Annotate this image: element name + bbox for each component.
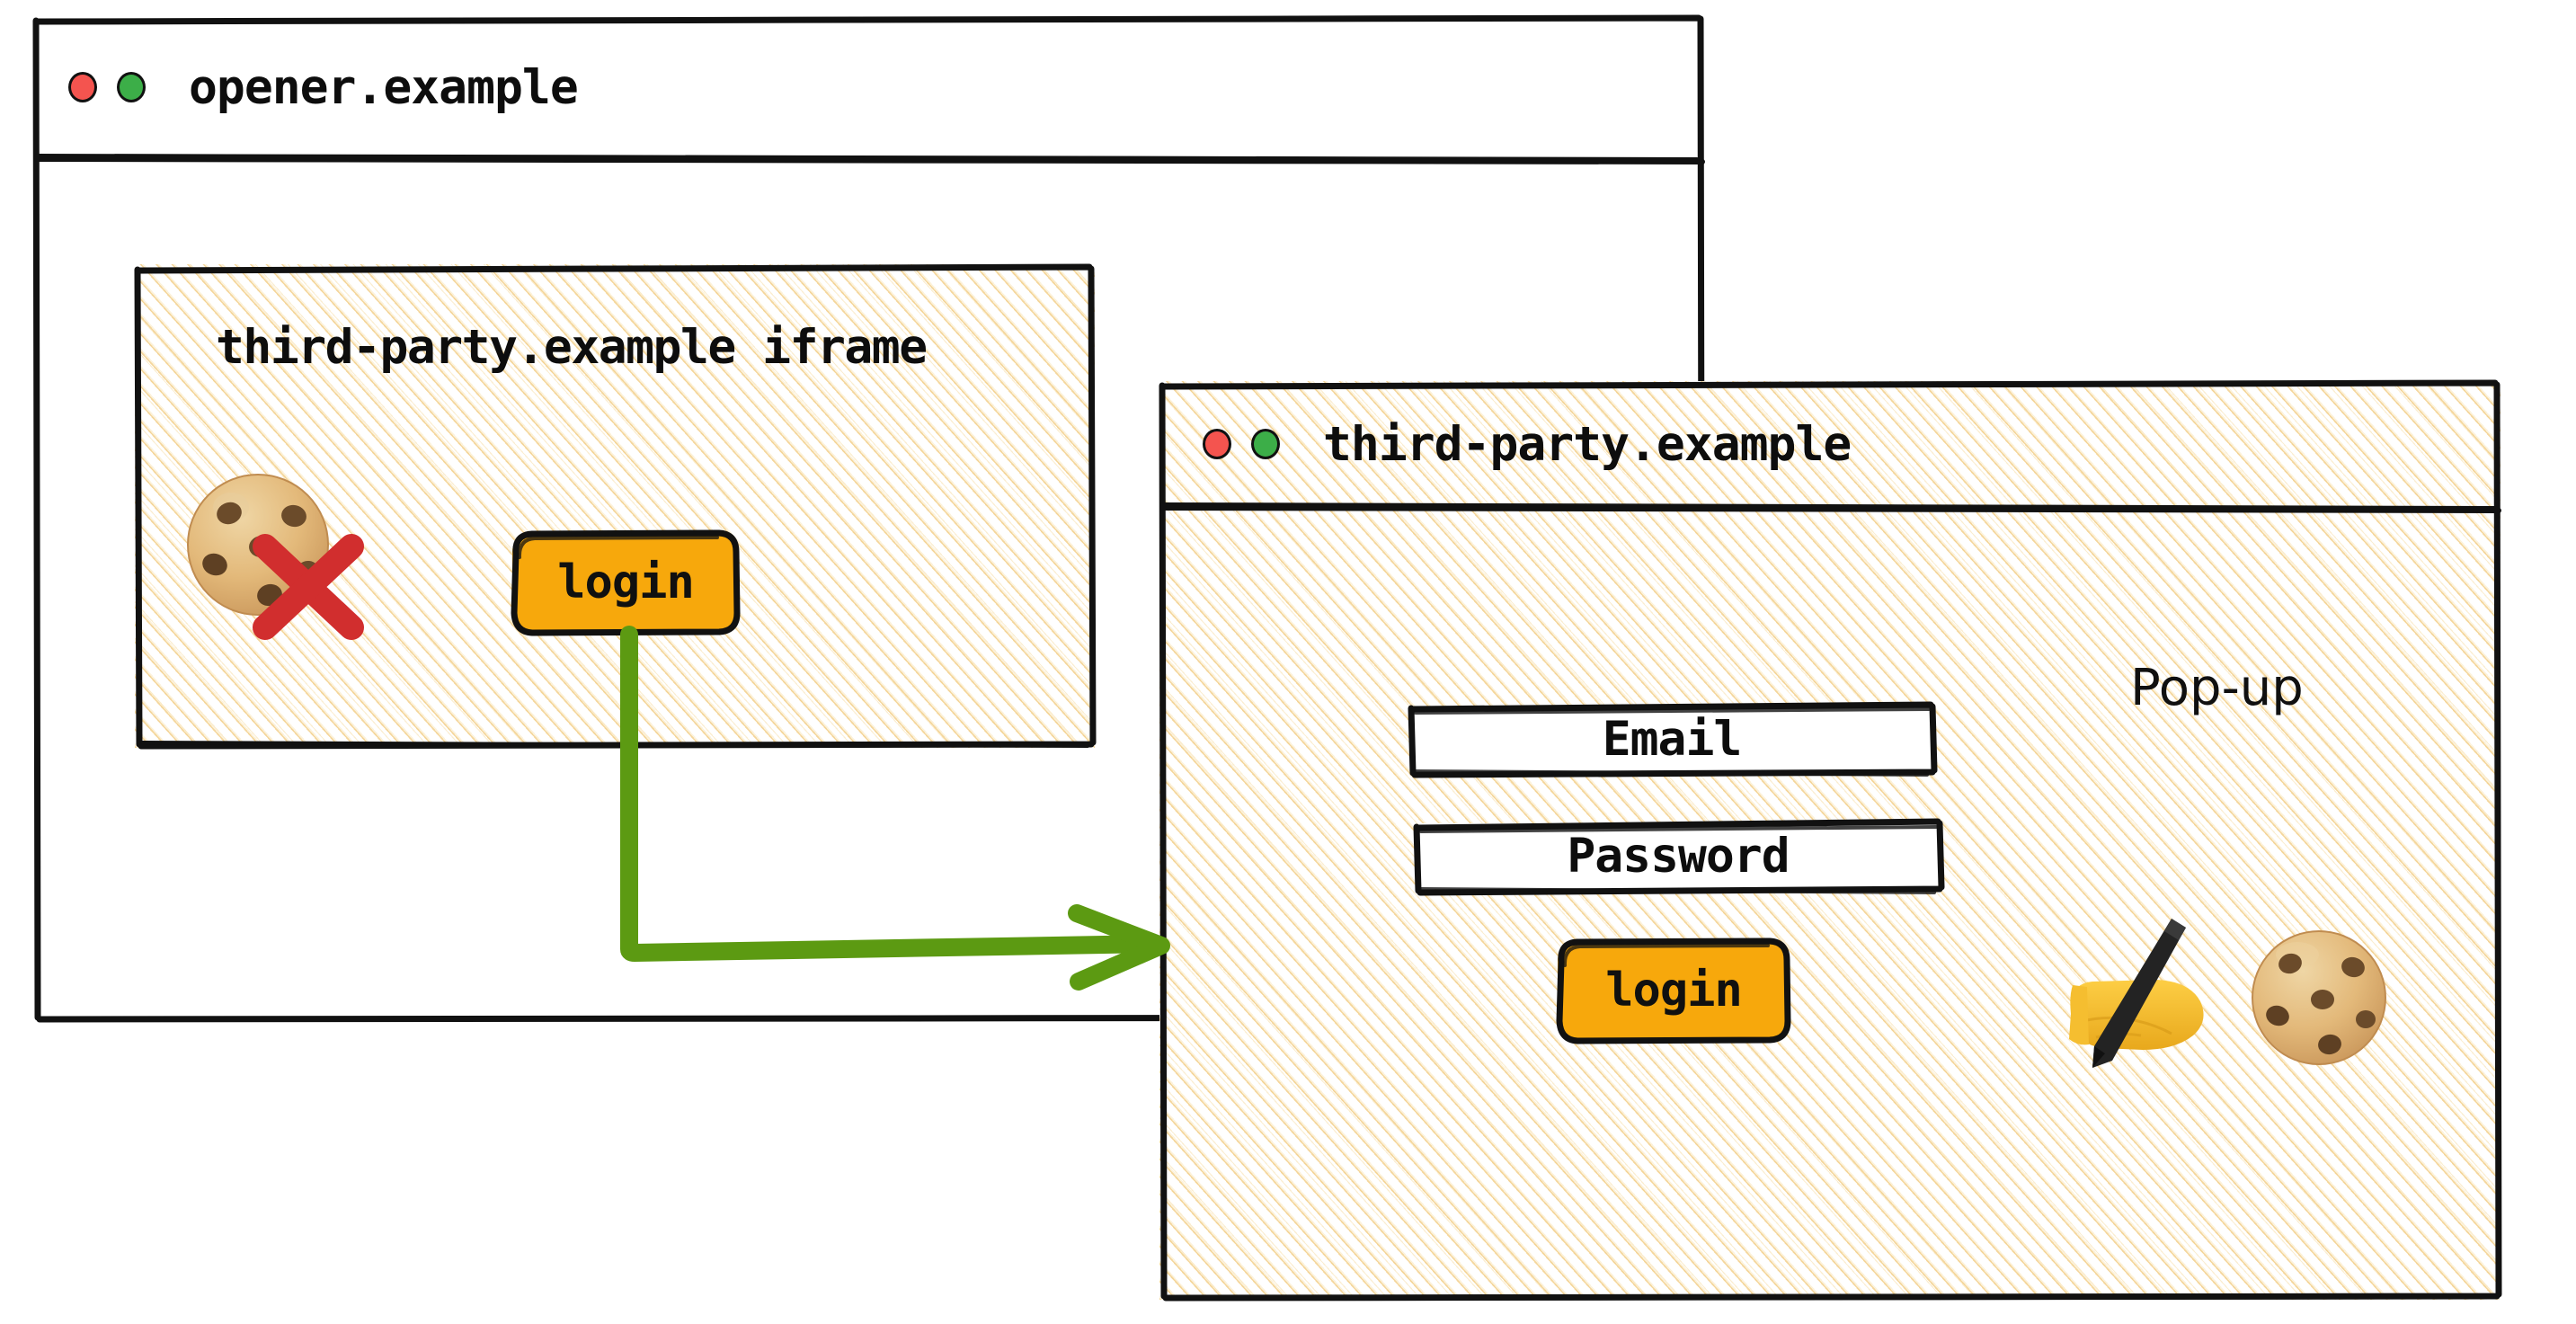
opener-titlebar: opener.example xyxy=(34,16,1704,158)
opener-window-title: opener.example xyxy=(189,59,579,115)
writing-hand-and-cookie-icon xyxy=(2069,919,2386,1068)
popup-login-button[interactable]: login xyxy=(1556,937,1791,1044)
close-button-icon[interactable] xyxy=(1203,429,1231,459)
iframe-login-button[interactable]: login xyxy=(511,529,741,636)
iframe-label: third-party.example iframe xyxy=(216,320,928,375)
iframe-login-button-label: login xyxy=(557,555,695,609)
popup-caption: Pop-up xyxy=(2130,659,2304,717)
popup-window-title: third-party.example xyxy=(1323,416,1852,472)
email-field-label: Email xyxy=(1602,712,1743,767)
maximize-button-icon[interactable] xyxy=(117,72,146,102)
email-field[interactable]: Email xyxy=(1408,701,1938,778)
cookie-blocked-icon xyxy=(187,474,364,640)
opener-window-controls[interactable] xyxy=(68,72,146,102)
popup-login-button-label: login xyxy=(1605,964,1743,1017)
close-button-icon[interactable] xyxy=(68,72,97,102)
password-field[interactable]: Password xyxy=(1413,818,1945,896)
password-field-label: Password xyxy=(1567,829,1790,884)
cookie-icon xyxy=(2252,930,2386,1065)
popup-window-controls[interactable] xyxy=(1203,429,1280,459)
maximize-button-icon[interactable] xyxy=(1251,429,1280,459)
writing-hand-icon xyxy=(2069,919,2204,1068)
popup-titlebar: third-party.example xyxy=(1159,381,2500,507)
